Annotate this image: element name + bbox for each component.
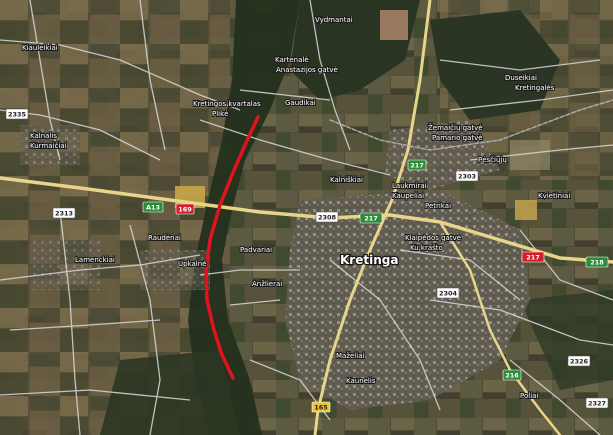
place-label: Maželiai — [336, 352, 364, 360]
place-label: Kiauleikiai — [22, 44, 58, 52]
place-label: Kaunelis — [346, 377, 376, 385]
route-line — [204, 115, 260, 380]
svg-text:216: 216 — [505, 372, 519, 380]
road-shield-217-north: 217 — [407, 159, 427, 171]
forest-east — [430, 10, 560, 120]
place-label: Duseikiai — [505, 74, 537, 82]
road-shield-2335: 2335 — [5, 108, 29, 120]
svg-text:218: 218 — [590, 259, 604, 267]
place-label: Pamario gatvė — [432, 134, 483, 142]
place-label: Plikė — [212, 110, 228, 118]
road-shield-216: 216 — [502, 369, 522, 381]
place-label: Anžlierai — [252, 280, 282, 288]
road-shield-2313: 2313 — [52, 207, 76, 219]
field-patch-yellow-2 — [515, 200, 537, 220]
road-shield-2303: 2303 — [455, 170, 479, 182]
svg-text:217: 217 — [410, 162, 424, 170]
forest-river-valley — [188, 0, 300, 435]
place-label: Ku krašto — [410, 244, 443, 252]
place-label: Raudėnai — [148, 234, 181, 242]
place-label: Pėsčiųjų — [478, 156, 507, 164]
forest-south — [100, 350, 240, 435]
village-southwest — [30, 240, 100, 290]
road-shield-218: 218 — [585, 256, 609, 268]
town-label: Kretinga — [340, 253, 398, 267]
road-shield-2327: 2327 — [585, 397, 609, 409]
svg-text:217: 217 — [364, 215, 378, 223]
place-labels: Kiauleikiai Vydmantai Kartenalė Anastazi… — [21, 15, 571, 401]
road-shield-217-mid: 217 — [359, 212, 383, 224]
road-shield-2308: 2308 — [315, 211, 339, 223]
place-label: Laukmirai — [392, 182, 427, 190]
svg-text:2308: 2308 — [318, 214, 337, 222]
place-label: Kvietiniai — [538, 192, 570, 200]
place-label: Kretingos kvartalas — [193, 100, 261, 108]
svg-text:217: 217 — [526, 254, 540, 262]
village-west — [20, 125, 80, 165]
place-label: Anastazijos gatvė — [276, 66, 338, 74]
place-label: Kaupeliai — [392, 192, 424, 200]
place-label: Poliai — [520, 392, 538, 400]
svg-text:2326: 2326 — [570, 358, 589, 366]
place-label: Upkalnė — [178, 260, 206, 268]
road-shield-165: 165 — [311, 401, 331, 413]
place-label: Kalnalis — [30, 132, 57, 140]
road-shield-2326: 2326 — [567, 355, 591, 367]
svg-text:2303: 2303 — [458, 173, 476, 181]
svg-text:165: 165 — [314, 404, 328, 412]
place-label: Kretingalės — [515, 84, 555, 92]
road-shield-a13: A13 — [142, 201, 164, 213]
svg-text:169: 169 — [178, 206, 192, 214]
place-label: Padvariai — [240, 246, 272, 254]
field-patch-pink — [380, 10, 408, 40]
place-label: Gaudikai — [285, 99, 316, 107]
village-south — [140, 250, 210, 290]
place-label: Petrikai — [425, 202, 451, 210]
svg-text:2335: 2335 — [8, 111, 27, 119]
svg-text:A13: A13 — [146, 204, 160, 212]
place-label: Kartenalė — [275, 56, 309, 64]
place-label: Žemaičių gatvė — [428, 123, 483, 132]
place-label: Lamenckiai — [75, 256, 115, 264]
kretinga-urban-area — [285, 190, 530, 410]
place-label: Kalniškiai — [330, 176, 363, 184]
place-label: Klaipėdos gatvė — [405, 234, 461, 242]
svg-text:2313: 2313 — [55, 210, 73, 218]
road-shield-169: 169 — [175, 203, 195, 215]
road-shield-217-east: 217 — [521, 251, 545, 263]
place-label: Vydmantai — [315, 16, 353, 24]
place-label: Kurmaičiai — [30, 142, 67, 150]
road-shield-2304: 2304 — [436, 287, 460, 299]
svg-text:2327: 2327 — [588, 400, 606, 408]
svg-text:2304: 2304 — [439, 290, 458, 298]
